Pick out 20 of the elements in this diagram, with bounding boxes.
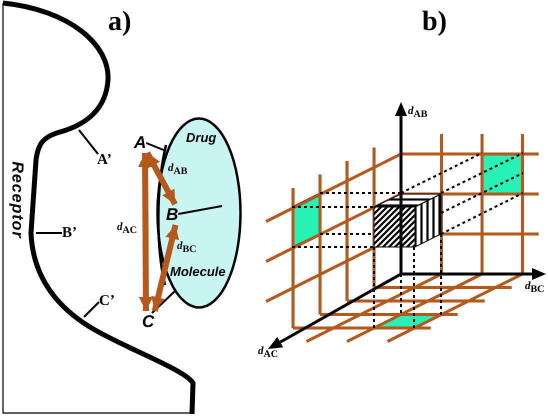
point-label: C’: [99, 294, 115, 309]
receptor-label: Receptor: [8, 161, 24, 239]
point-label: A’: [97, 153, 112, 168]
point-label: C: [142, 313, 154, 330]
leader-line: [36, 232, 62, 234]
point-label: B’: [62, 226, 77, 241]
panel-label: a): [108, 8, 132, 36]
leader-line: [78, 129, 99, 155]
leader-line: [178, 205, 222, 215]
leader-line: [83, 301, 100, 318]
molecule-label: Drug: [186, 131, 216, 144]
point-label: A: [134, 134, 146, 151]
panel-label: b): [422, 8, 447, 36]
distance-arrow: [144, 151, 178, 206]
leader-line: [146, 142, 166, 152]
leader-line: [151, 290, 176, 314]
molecule-label: Molecule: [170, 265, 226, 278]
point-label: B: [166, 206, 178, 223]
distance-arrow: [151, 224, 180, 312]
distance-arrow: [138, 152, 153, 312]
